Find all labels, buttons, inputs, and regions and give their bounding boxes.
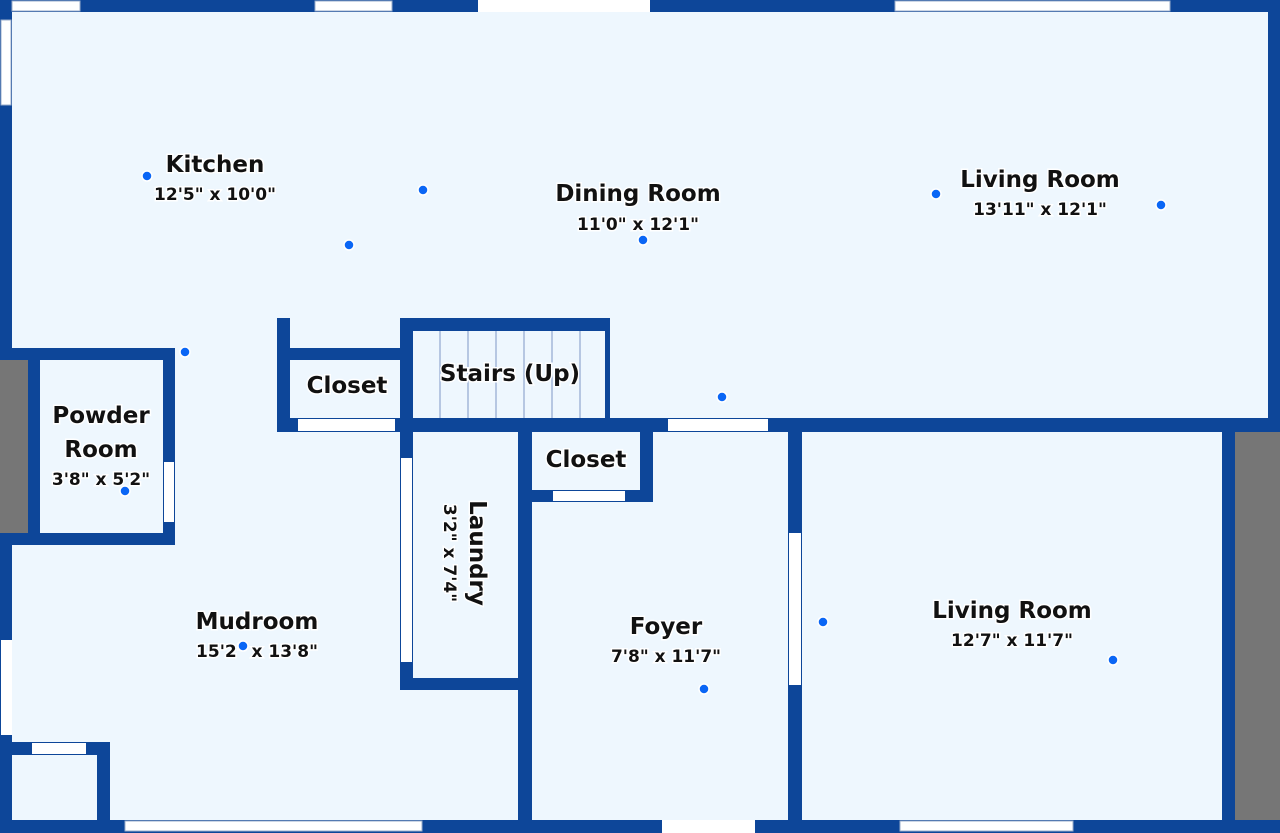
laundry-dims: 3'2" x 7'4" bbox=[439, 504, 459, 602]
closet-foyer-label: Closet bbox=[546, 447, 627, 473]
exterior bbox=[0, 360, 1280, 833]
living-room-upper-dims: 13'11" x 12'1" bbox=[973, 200, 1107, 220]
photo-marker[interactable] bbox=[637, 234, 649, 246]
kitchen-label: Kitchen bbox=[166, 152, 265, 178]
photo-marker[interactable] bbox=[237, 640, 249, 652]
powder-room-label-2: Room bbox=[64, 437, 137, 463]
photo-marker[interactable] bbox=[417, 184, 429, 196]
photo-marker[interactable] bbox=[716, 391, 728, 403]
photo-marker[interactable] bbox=[1155, 199, 1167, 211]
photo-markers bbox=[119, 170, 1167, 695]
powder-room-label-1: Powder bbox=[52, 403, 150, 429]
foyer-dims: 7'8" x 11'7" bbox=[611, 647, 721, 667]
photo-marker[interactable] bbox=[343, 239, 355, 251]
closet-left-label: Closet bbox=[307, 373, 388, 399]
photo-marker[interactable] bbox=[698, 683, 710, 695]
dining-room-dims: 11'0" x 12'1" bbox=[577, 215, 699, 235]
photo-marker[interactable] bbox=[1107, 654, 1119, 666]
kitchen-dims: 12'5" x 10'0" bbox=[154, 185, 276, 205]
stair-treads bbox=[439, 331, 581, 418]
photo-marker[interactable] bbox=[119, 485, 131, 497]
mudroom-dims: 15'2" x 13'8" bbox=[196, 642, 318, 662]
laundry-label: Laundry bbox=[464, 500, 490, 606]
photo-marker[interactable] bbox=[817, 616, 829, 628]
living-room-lower-label: Living Room bbox=[932, 598, 1092, 624]
photo-marker[interactable] bbox=[141, 170, 153, 182]
foyer-label: Foyer bbox=[630, 614, 703, 640]
openings bbox=[0, 0, 1171, 833]
mudroom-label: Mudroom bbox=[196, 609, 319, 635]
stairs-label: Stairs (Up) bbox=[440, 361, 580, 387]
living-room-upper-label: Living Room bbox=[960, 167, 1120, 193]
photo-marker[interactable] bbox=[930, 188, 942, 200]
dining-room-label: Dining Room bbox=[555, 181, 720, 207]
photo-marker[interactable] bbox=[179, 346, 191, 358]
living-room-lower-dims: 12'7" x 11'7" bbox=[951, 631, 1073, 651]
powder-room-dims: 3'8" x 5'2" bbox=[52, 470, 150, 490]
